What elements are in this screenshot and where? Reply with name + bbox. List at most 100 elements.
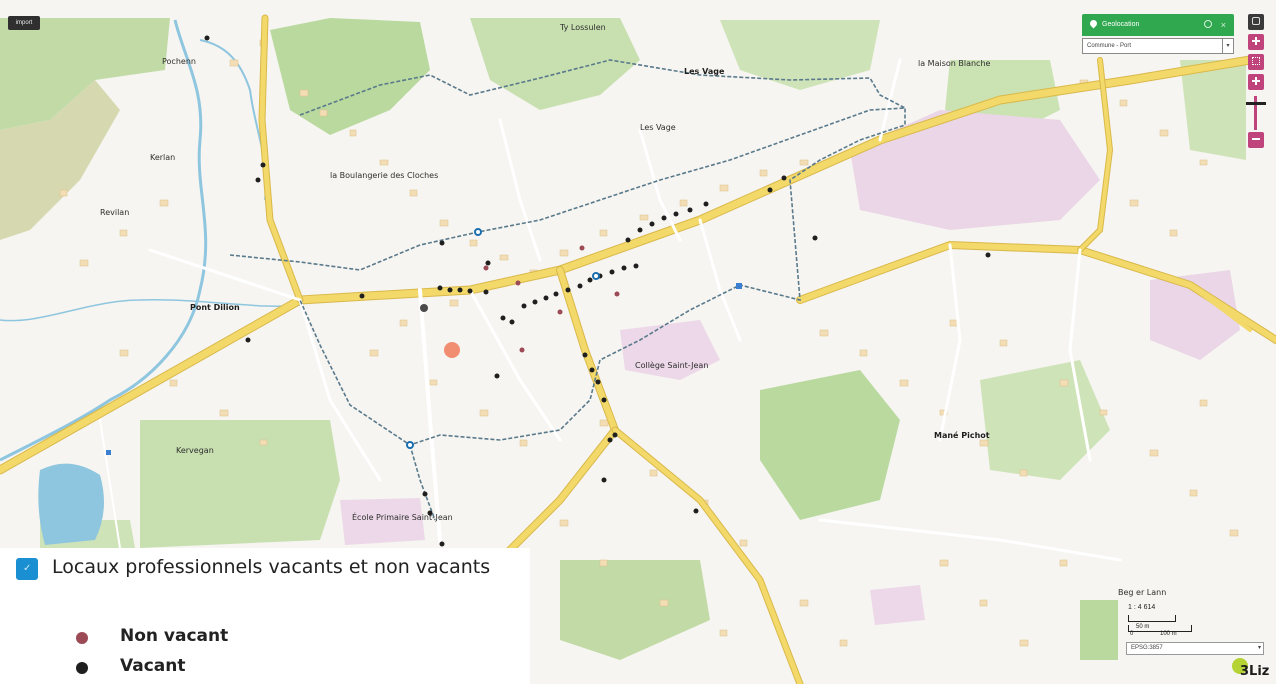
vacant-point [467, 288, 473, 294]
home-icon [1252, 17, 1260, 25]
vacant-point [587, 277, 593, 283]
checkbox-icon: ✓ [23, 563, 32, 574]
close-icon[interactable]: × [1220, 20, 1226, 30]
point-markers [106, 35, 991, 547]
non-vacant-point [557, 309, 563, 315]
search-icon[interactable] [1204, 20, 1212, 28]
vacant-point [532, 299, 538, 305]
chevron-down-icon: ▾ [1257, 645, 1261, 651]
vacant-point [359, 293, 365, 299]
lizmap-logo-text: 3Liz [1240, 664, 1270, 679]
non-vacant-point [579, 245, 585, 251]
zoom-extent-button[interactable] [1248, 54, 1264, 70]
non-vacant-point [515, 280, 521, 286]
vacant-point [649, 221, 655, 227]
vacant-point [422, 491, 428, 497]
vacant-point [447, 287, 453, 293]
zoom-out-button[interactable] [1248, 132, 1264, 148]
vacant-point [457, 287, 463, 293]
vacant-point [582, 352, 588, 358]
minus-icon [1252, 135, 1260, 143]
forest-area [0, 18, 170, 130]
geolocation-header[interactable]: Geolocation × [1082, 14, 1234, 36]
forest-area [270, 18, 430, 135]
vacant-point [204, 35, 210, 41]
hospital-area [850, 110, 1100, 230]
place-label: Kervegan [176, 446, 214, 455]
vacant-point [260, 162, 266, 168]
scale-panel: 1 : 4 614 0 50 m 100 m EPSG:3857 ▾ [1120, 598, 1270, 658]
layer-checkbox[interactable]: ✓ [16, 558, 38, 580]
vacant-point [494, 373, 500, 379]
building-footprints [59, 39, 1239, 647]
geolocation-label: Geolocation [1102, 21, 1140, 28]
lizmap-logo[interactable]: 3Liz [1228, 656, 1272, 680]
river [0, 19, 208, 462]
vacant-point [633, 263, 639, 269]
zoom-slider-handle[interactable] [1246, 102, 1266, 105]
vacant-point [703, 201, 709, 207]
place-label: la Boulangerie des Cloches [330, 171, 438, 180]
non-vacant-dot-icon [76, 632, 88, 644]
place-label: Les Vage [640, 123, 676, 132]
projection-select[interactable]: EPSG:3857 ▾ [1126, 642, 1264, 655]
vacant-point [565, 287, 571, 293]
blue-node [406, 441, 414, 449]
vacant-point [485, 260, 491, 266]
blue-square-marker [106, 450, 111, 455]
water-pond [38, 463, 105, 545]
vacant-point [693, 508, 699, 514]
scale-label: 50 m [1136, 624, 1150, 630]
scale-bar [1128, 615, 1176, 622]
legend-label: Vacant [120, 656, 186, 676]
vacant-point [607, 437, 613, 443]
vacant-point [609, 269, 615, 275]
place-label: Mané Pichot [934, 430, 990, 440]
vacant-point [553, 291, 559, 297]
vacant-point [687, 207, 693, 213]
forest-area [140, 420, 340, 548]
scale-ratio: 1 : 4 614 [1128, 604, 1156, 611]
zoom-plus-button[interactable] [1248, 74, 1264, 90]
place-label: Ty Lossulen [559, 23, 606, 32]
zoom-slider[interactable] [1254, 96, 1257, 130]
non-vacant-point [519, 347, 525, 353]
non-vacant-point [483, 265, 489, 271]
place-labels: Pochenn Ty Lossulen Les Vage la Maison B… [100, 23, 1166, 597]
place-label: Collège Saint-Jean [635, 360, 708, 370]
import-button[interactable]: import [8, 16, 40, 30]
commune-select[interactable]: Commune - Port ▾ [1082, 38, 1234, 54]
non-vacant-point [614, 291, 620, 297]
vacant-point [673, 211, 679, 217]
vacant-point [767, 187, 773, 193]
scale-bar-secondary [1128, 625, 1192, 632]
expand-icon [1252, 57, 1260, 65]
vacant-point [500, 315, 506, 321]
vacant-point [577, 283, 583, 289]
chevron-down-icon: ▾ [1222, 39, 1233, 53]
place-label: Pont Dilion [190, 303, 240, 312]
vacant-point [439, 541, 445, 547]
commune-select-value: Commune - Port [1087, 43, 1132, 49]
geolocation-panel: Geolocation × Commune - Port ▾ [1082, 14, 1234, 54]
vacant-point [661, 215, 667, 221]
forest-area [470, 18, 640, 110]
vacant-point [601, 477, 607, 483]
plus-icon [1252, 77, 1260, 85]
place-label: Revilan [100, 208, 129, 217]
place-label: Beg er Lann [1118, 588, 1166, 597]
legend-label: Non vacant [120, 626, 229, 646]
vacant-point [483, 289, 489, 295]
vacant-point [521, 303, 527, 309]
blue-node [592, 272, 600, 280]
vacant-point [543, 295, 549, 301]
vacant-point [601, 397, 607, 403]
vacant-point [595, 379, 601, 385]
home-button[interactable] [1248, 14, 1264, 30]
vacant-point [255, 177, 261, 183]
zoom-in-button[interactable] [1248, 34, 1264, 50]
place-label: Kerlan [150, 153, 175, 162]
place-label: Les Vage [684, 67, 725, 76]
